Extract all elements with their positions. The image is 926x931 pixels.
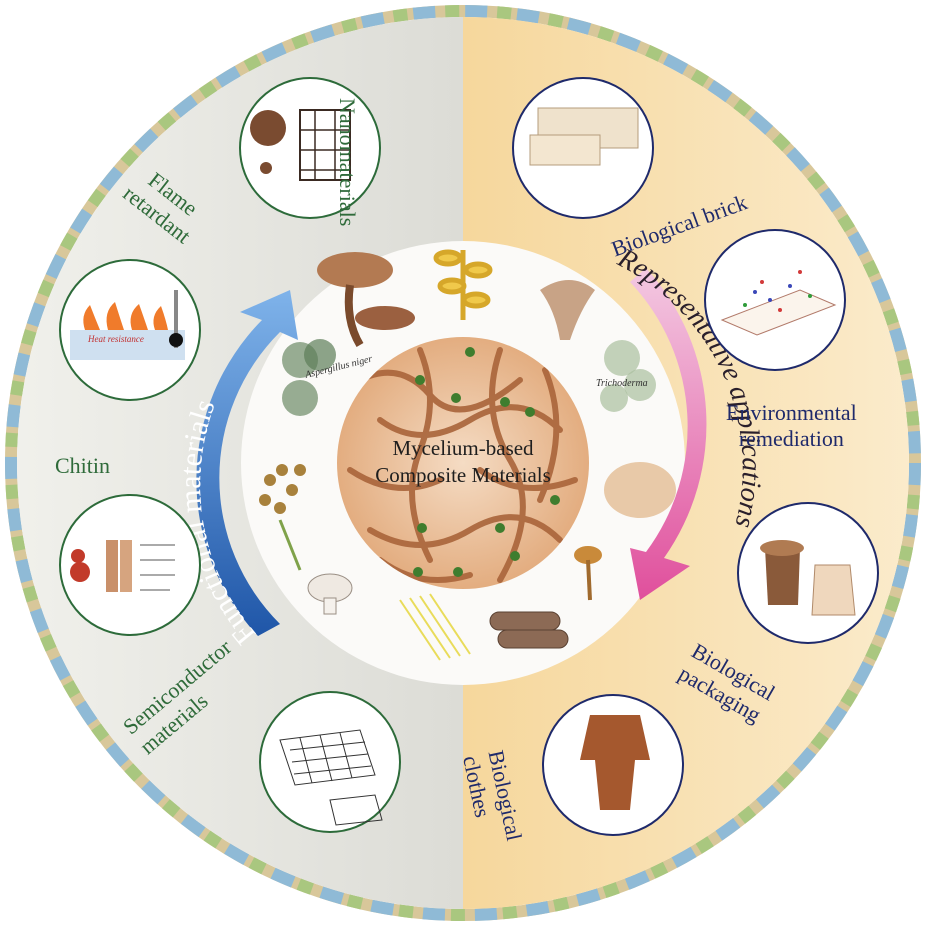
semiconductor-circle <box>259 691 401 833</box>
sawdust-icon <box>604 462 676 518</box>
application-arrow <box>630 268 707 600</box>
yellow-fungus-icon <box>433 249 493 320</box>
reishi-mushroom-icon <box>317 252 415 348</box>
biological-clothes-circle <box>542 694 684 836</box>
center-title-line1: Mycelium-based <box>392 436 534 460</box>
white-mushroom-icon <box>307 573 353 615</box>
trichoderma-mold-icon <box>600 340 656 412</box>
chitin-label: Chitin <box>55 453 111 478</box>
orange-mushroom-icon <box>574 546 602 601</box>
environmental-remediation-label: Environmental remediation <box>726 400 857 452</box>
chitin-circle <box>59 494 201 636</box>
center-title: Mycelium-based Composite Materials <box>330 435 596 490</box>
straw-substrate-icon <box>399 593 471 661</box>
biological-brick-circle <box>512 77 654 219</box>
trichoderma-label: Trichoderma <box>596 378 648 389</box>
mycelium-core <box>337 337 589 589</box>
heat-resistance-label: Heat resistance <box>87 334 144 344</box>
grain-substrate-icon <box>259 464 306 571</box>
border-ring <box>5 5 921 921</box>
functional-arrow <box>196 290 298 636</box>
flame-retardant-circle <box>59 259 201 401</box>
chanterelle-icon <box>540 280 595 340</box>
biological-packaging-circle <box>737 502 879 644</box>
wood-logs-icon <box>489 611 569 649</box>
aspergillus-mold-icon <box>282 339 336 416</box>
center-title-line2: Composite Materials <box>375 463 551 488</box>
nanomaterials-label: Nanomaterials <box>335 98 360 227</box>
environmental-remediation-circle <box>704 229 846 371</box>
nanomaterials-circle <box>239 77 381 219</box>
